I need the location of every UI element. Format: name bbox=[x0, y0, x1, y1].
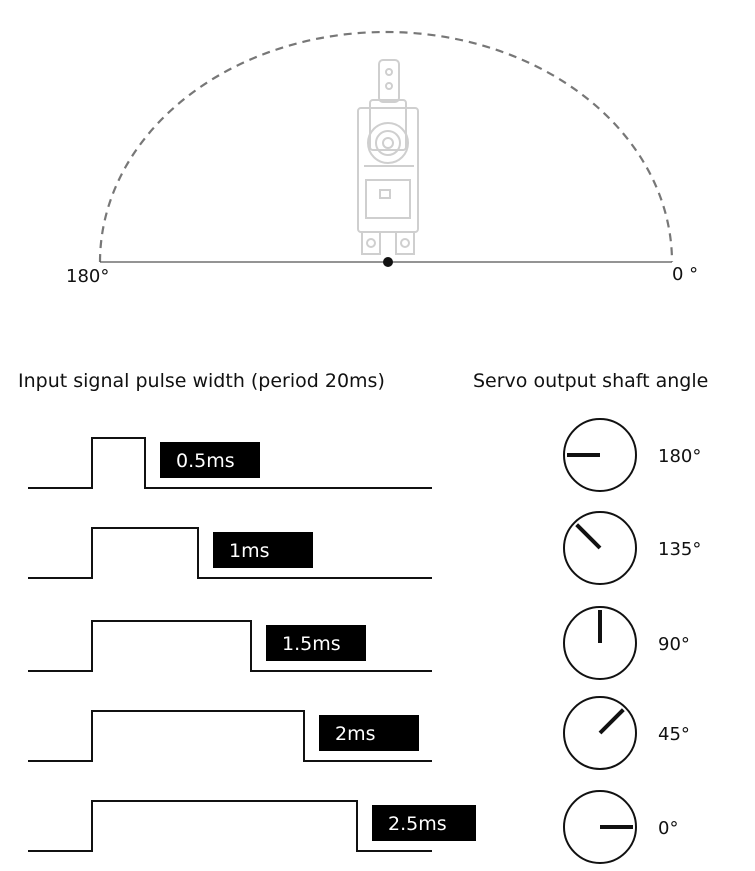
servo-outline-image bbox=[357, 59, 419, 255]
pulse-duration-label: 1.5ms bbox=[282, 633, 341, 655]
pulse-duration-tag bbox=[213, 532, 313, 568]
pulse-duration-tag bbox=[372, 805, 476, 841]
shaft-indicator bbox=[575, 523, 602, 550]
pulse-waveform bbox=[28, 710, 432, 762]
pulse-duration-label: 2.5ms bbox=[388, 813, 447, 835]
shaft-angle-label: 0° bbox=[658, 818, 678, 839]
pulse-duration-label: 1ms bbox=[229, 540, 270, 562]
shaft-angle-header: Servo output shaft angle bbox=[473, 370, 708, 392]
shaft-angle-label: 135° bbox=[658, 539, 701, 560]
shaft-dial bbox=[563, 696, 637, 770]
shaft-angle-label: 45° bbox=[658, 724, 690, 745]
pulse-waveform bbox=[28, 437, 432, 489]
shaft-angle-label: 180° bbox=[658, 446, 701, 467]
pulse-duration-tag bbox=[319, 715, 419, 751]
pulse-duration-tag bbox=[160, 442, 260, 478]
rotation-range-arc bbox=[98, 30, 674, 263]
angle-label-0: 0 ° bbox=[672, 264, 698, 285]
pivot-dot bbox=[383, 257, 393, 267]
pulse-waveform bbox=[28, 800, 432, 852]
pulse-width-header: Input signal pulse width (period 20ms) bbox=[18, 370, 385, 392]
shaft-dial bbox=[563, 511, 637, 585]
angle-label-180: 180° bbox=[66, 266, 109, 287]
pulse-duration-label: 2ms bbox=[335, 723, 376, 745]
shaft-indicator bbox=[598, 708, 625, 735]
shaft-dial bbox=[563, 606, 637, 680]
pulse-duration-tag bbox=[266, 625, 366, 661]
pulse-duration-label: 0.5ms bbox=[176, 450, 235, 472]
rotation-arc-section: 180° 0 ° bbox=[66, 30, 698, 287]
shaft-dial bbox=[563, 790, 637, 864]
shaft-dial bbox=[563, 418, 637, 492]
shaft-angle-label: 90° bbox=[658, 634, 690, 655]
pulse-waveform bbox=[28, 527, 432, 579]
pulse-angle-rows: 0.5ms 180° 1ms 135° 1.5ms 90° 2ms 45° 2.5ms 0° bbox=[28, 418, 701, 864]
pulse-waveform bbox=[28, 620, 432, 672]
